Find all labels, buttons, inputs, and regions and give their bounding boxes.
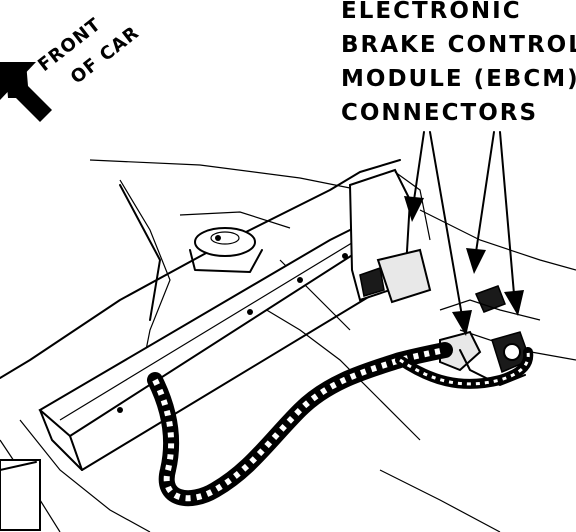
connector-middle [474,285,506,313]
callout-line-3: MODULE (EBCM) [341,66,576,92]
wiring-harness [147,342,534,507]
callout-line-4: CONNECTORS [341,100,538,126]
front-direction-arrow [0,62,52,122]
callout-line-2: BRAKE CONTROL [341,32,576,58]
ebcm-callout-label: ELECTRONIC BRAKE CONTROL MODULE (EBCM) C… [341,0,576,126]
ebcm-module [348,168,432,304]
ebcm-connectors [439,285,541,386]
strut-mount [189,227,263,273]
frame-rail [0,218,384,531]
callout-line-1: ELECTRONIC [341,0,522,24]
front-of-car-label: FRONT OF CAR [34,14,143,89]
leader-arrows [404,131,524,336]
